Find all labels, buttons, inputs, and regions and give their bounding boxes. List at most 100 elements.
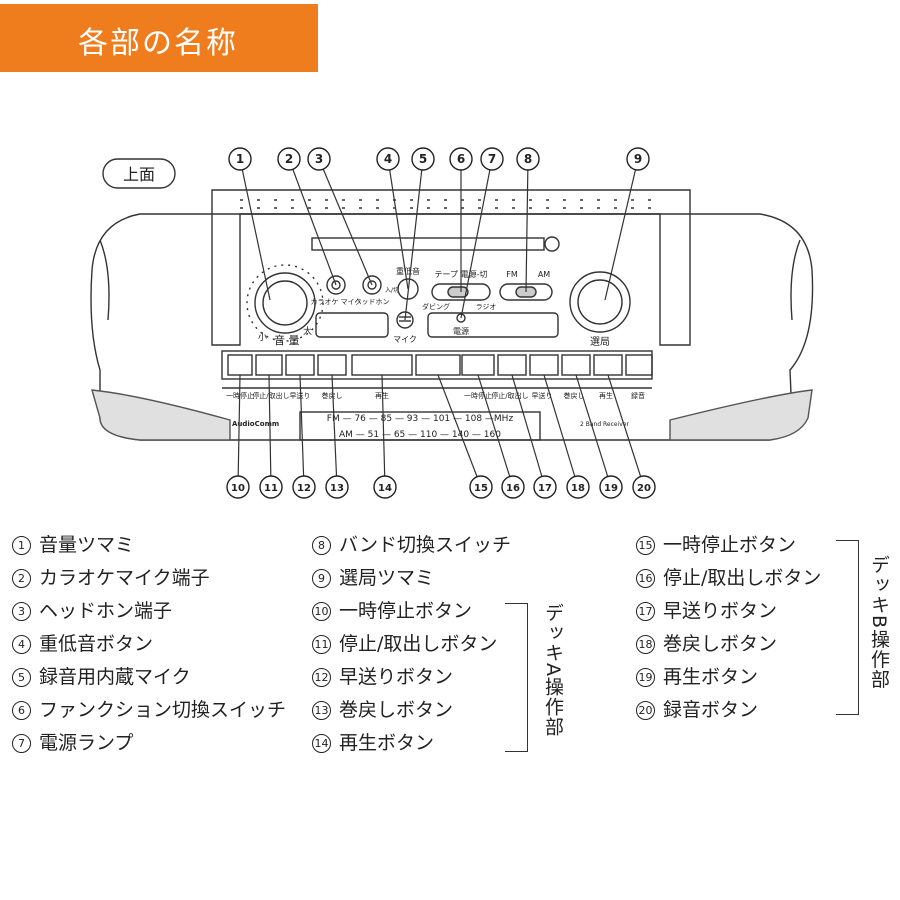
callout-number: 14 bbox=[378, 483, 392, 494]
volume-small-label: 小 bbox=[258, 332, 267, 343]
callout-number: 16 bbox=[506, 483, 520, 494]
legend-number: 19 bbox=[636, 668, 655, 687]
band-am-label: AM bbox=[538, 270, 550, 279]
legend-item: 3 ヘッドホン端子 bbox=[12, 595, 286, 628]
callout-12: 12 bbox=[292, 374, 316, 499]
callout-5: 5 bbox=[404, 147, 435, 321]
callout-number: 19 bbox=[604, 483, 618, 494]
body-outline bbox=[90, 213, 814, 441]
deck-b-label: デッキB操作部 bbox=[868, 555, 890, 690]
callout-circle bbox=[373, 475, 397, 499]
section-title: 各部の名称 bbox=[78, 26, 238, 61]
callout-number: 10 bbox=[231, 483, 245, 494]
callout-circle bbox=[376, 147, 400, 171]
volume-knob-inner bbox=[262, 280, 308, 326]
callout-leader bbox=[511, 374, 546, 488]
built-in-mic bbox=[396, 311, 414, 329]
callout-circle bbox=[469, 475, 493, 499]
volume-label: 音 量 bbox=[274, 333, 300, 347]
callout-number: 4 bbox=[384, 152, 392, 166]
legend-number: 2 bbox=[12, 569, 31, 588]
legend-label: ファンクション切換スイッチ bbox=[39, 699, 287, 721]
callout-leader bbox=[604, 158, 639, 301]
legend-number: 12 bbox=[312, 668, 331, 687]
callout-number: 9 bbox=[634, 152, 642, 166]
view-label: 上面 bbox=[123, 165, 155, 184]
legend-number: 9 bbox=[312, 569, 331, 588]
callout-circle bbox=[449, 147, 473, 171]
callout-leader bbox=[437, 374, 482, 488]
legend-label: カラオケマイク端子 bbox=[39, 567, 210, 589]
callout-circle bbox=[259, 475, 283, 499]
callout-15: 15 bbox=[437, 374, 493, 499]
legend-item: 19 再生ボタン bbox=[636, 661, 821, 694]
mic-label: マイク bbox=[393, 335, 417, 344]
deck-buttons bbox=[227, 354, 653, 376]
callout-leader bbox=[381, 374, 386, 488]
legend-number: 8 bbox=[312, 536, 331, 555]
legend-label: 音量ツマミ bbox=[39, 534, 135, 556]
deck-label: 一時停止 bbox=[464, 391, 492, 400]
legend-label: 重低音ボタン bbox=[39, 633, 154, 655]
legend-label: 停止/取出しボタン bbox=[339, 633, 498, 655]
callout-circle bbox=[566, 475, 590, 499]
legend-label: ヘッドホン端子 bbox=[39, 600, 173, 622]
deck-button bbox=[317, 354, 347, 376]
legend-label: 一時停止ボタン bbox=[339, 600, 473, 622]
deck-button bbox=[561, 354, 591, 376]
legend-number: 15 bbox=[636, 536, 655, 555]
callout-13: 13 bbox=[325, 374, 349, 499]
callout-2: 2 bbox=[277, 147, 337, 286]
callout-number: 12 bbox=[297, 483, 311, 494]
legend-label: 再生ボタン bbox=[339, 732, 435, 754]
receiver-label: 2 Band Receiver bbox=[580, 421, 630, 428]
legend-number: 18 bbox=[636, 635, 655, 654]
function-left-label: ダビング bbox=[422, 302, 450, 311]
legend-label: 早送りボタン bbox=[339, 666, 454, 688]
legend-label: バンド切換スイッチ bbox=[339, 534, 511, 556]
bass-sub-label: 入/切 bbox=[385, 287, 399, 294]
carry-handle bbox=[211, 189, 691, 346]
legend-label: 再生ボタン bbox=[663, 666, 759, 688]
callout-7: 7 bbox=[460, 147, 504, 319]
deck-button bbox=[285, 354, 315, 376]
callout-17: 17 bbox=[511, 374, 557, 499]
bass-label: 重低音 bbox=[396, 266, 420, 276]
deck-a-window bbox=[315, 312, 389, 338]
left-speaker-grille bbox=[91, 389, 231, 441]
deck-button bbox=[415, 354, 461, 376]
header-banner: 各部の名称 bbox=[0, 4, 318, 72]
legend-number: 16 bbox=[636, 569, 655, 588]
deck-button bbox=[255, 354, 283, 376]
callout-circle bbox=[626, 147, 650, 171]
callout-leader bbox=[299, 374, 305, 488]
legend-number: 3 bbox=[12, 602, 31, 621]
boombox-top-view-diagram: 上面 小 音 量 大 カラオケ マイク ヘッドホン 重低音 入/切 マイク テー… bbox=[90, 147, 814, 499]
callout-leader bbox=[477, 374, 514, 488]
radio-scale bbox=[299, 411, 541, 441]
callout-number: 7 bbox=[488, 152, 496, 166]
deck-label: 巻戻し bbox=[564, 391, 585, 400]
callout-circle bbox=[226, 475, 250, 499]
callout-number: 8 bbox=[524, 152, 532, 166]
tuning-knob bbox=[569, 271, 631, 333]
callout-number: 3 bbox=[315, 152, 323, 166]
legend-number: 13 bbox=[312, 701, 331, 720]
tuning-label: 選局 bbox=[590, 335, 610, 348]
callout-4: 4 bbox=[376, 147, 409, 290]
volume-scale bbox=[246, 264, 324, 342]
volume-knob bbox=[254, 272, 316, 334]
callout-11: 11 bbox=[259, 374, 283, 499]
callout-number: 20 bbox=[637, 483, 651, 494]
callout-1: 1 bbox=[228, 147, 271, 301]
am-scale: AM — 51 — 65 — 110 — 140 — 160 bbox=[339, 430, 501, 440]
callout-number: 2 bbox=[285, 152, 293, 166]
callout-number: 1 bbox=[236, 152, 244, 166]
